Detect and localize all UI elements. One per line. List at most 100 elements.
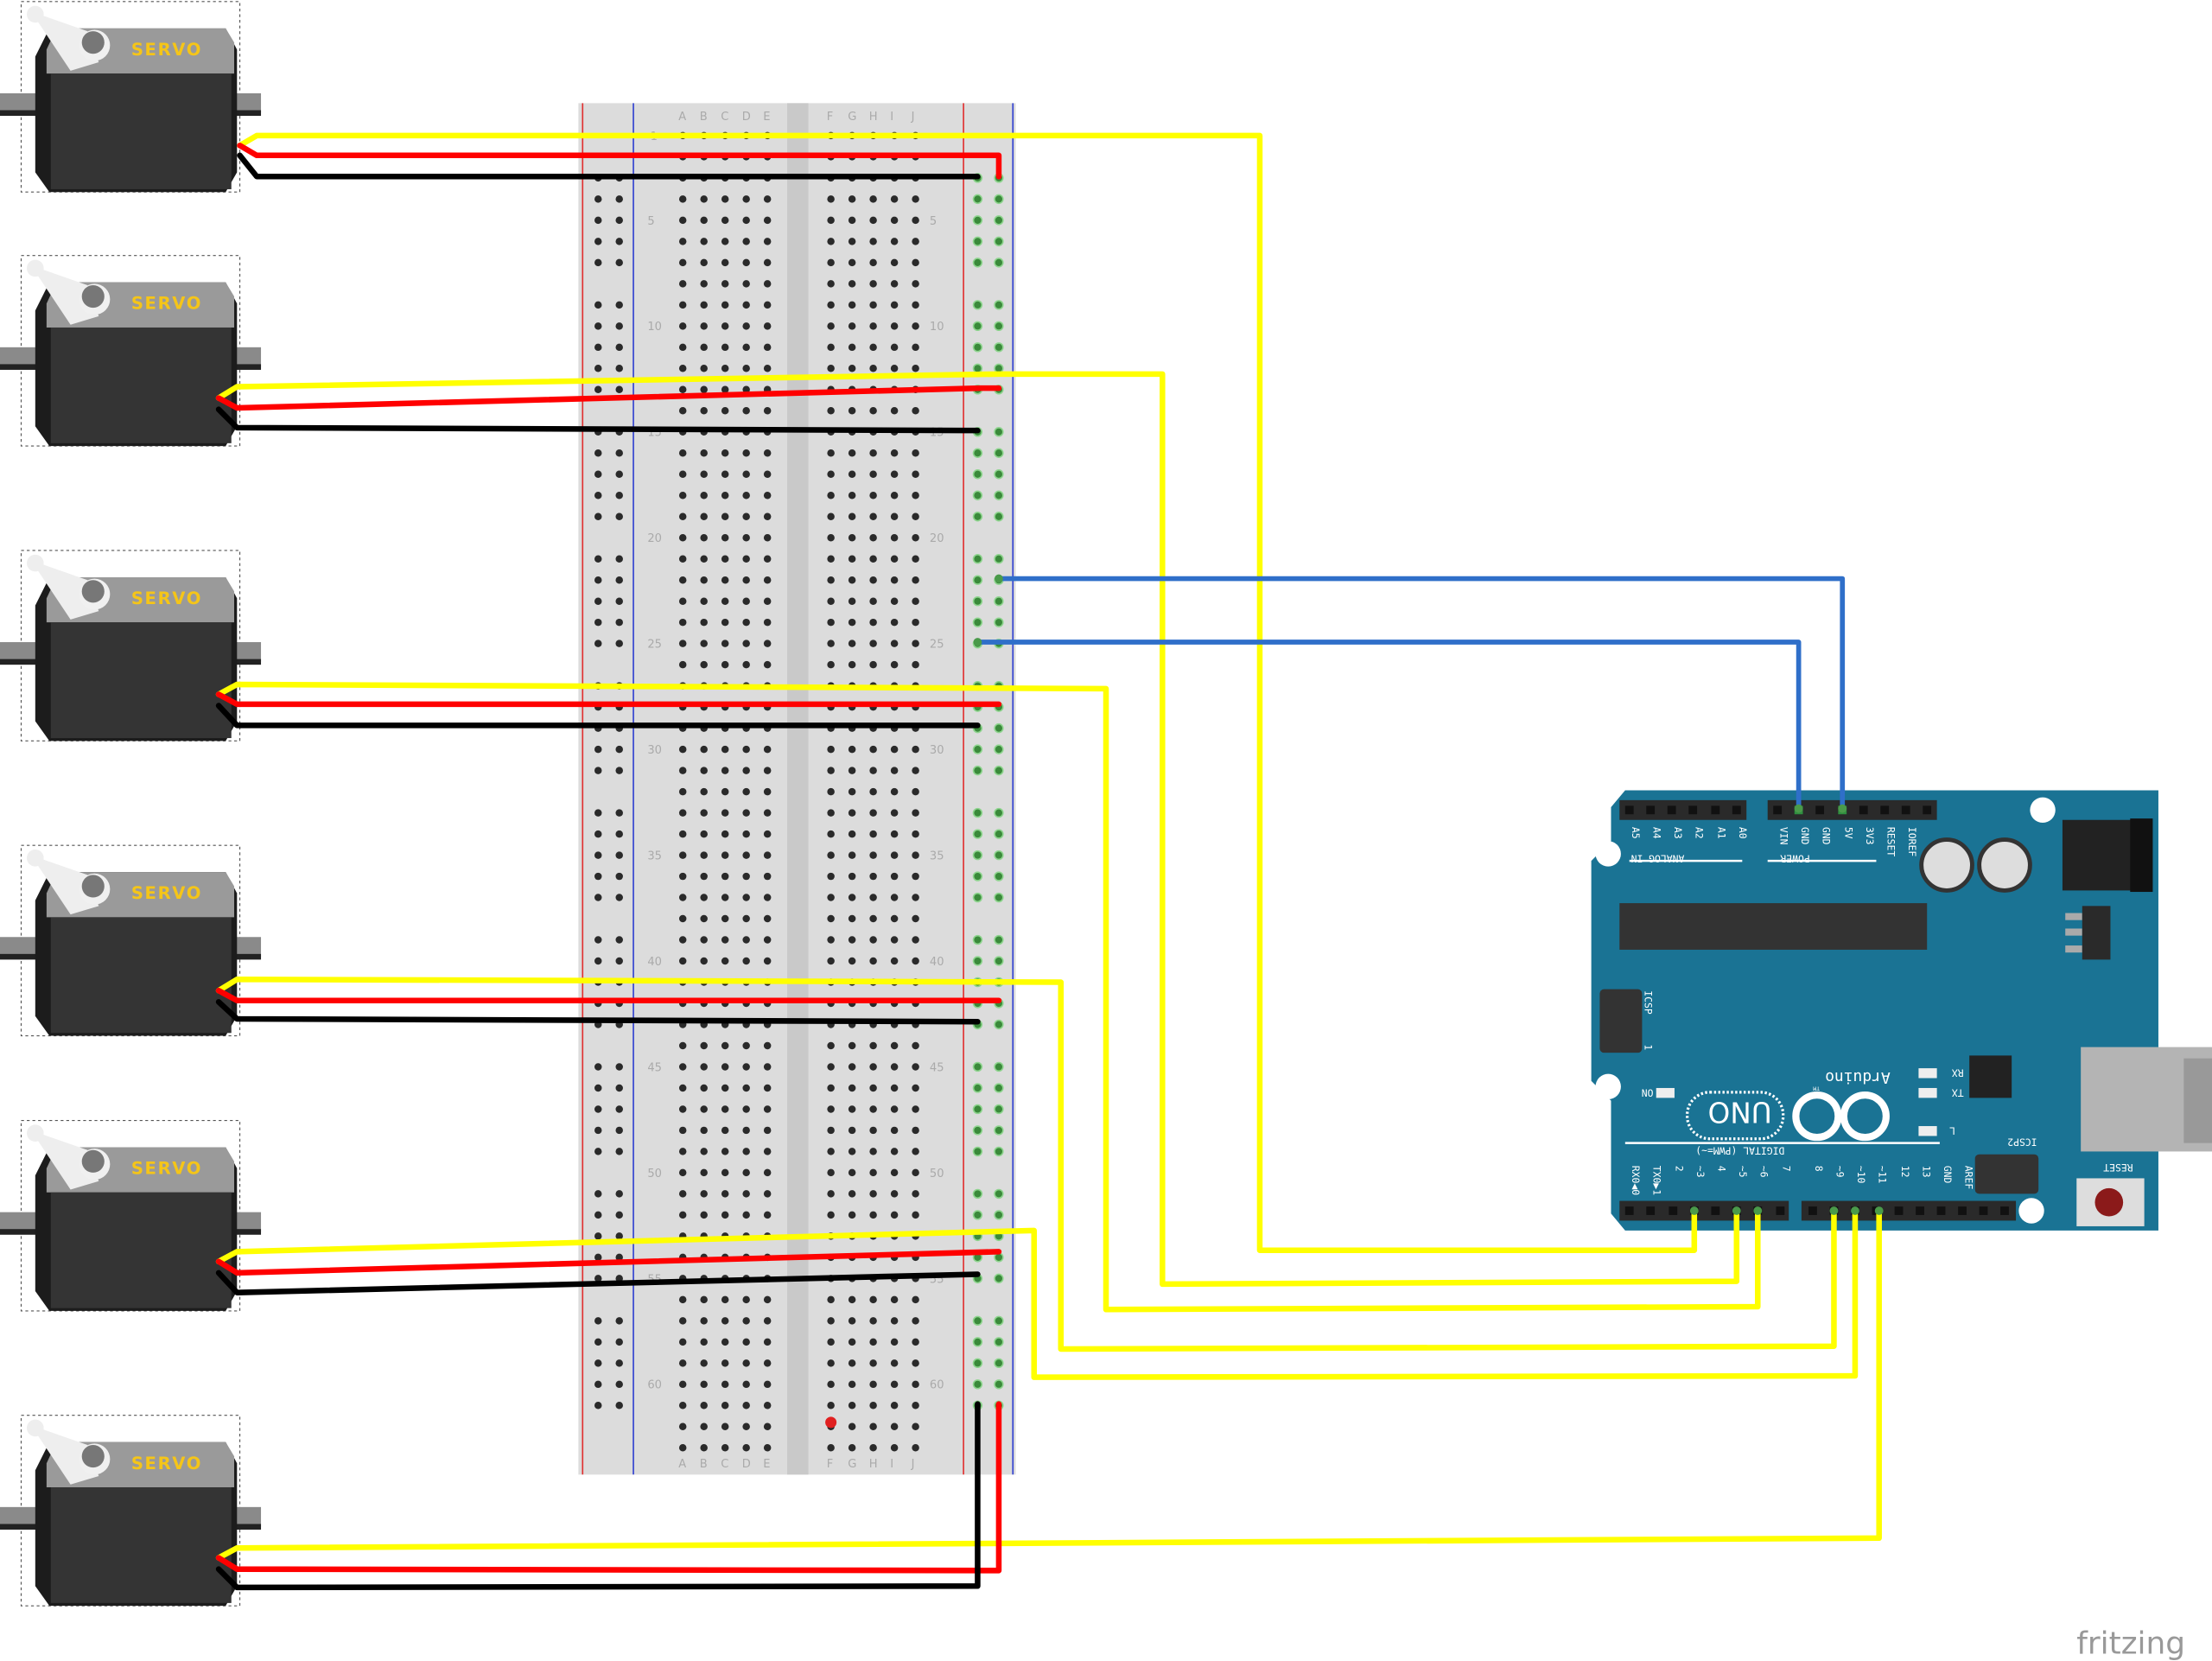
breadboard-hole[interactable] [869, 492, 877, 500]
breadboard-hole[interactable] [763, 322, 772, 330]
breadboard-hole[interactable] [912, 745, 919, 754]
breadboard-hole[interactable] [721, 957, 729, 965]
breadboard-hole[interactable] [890, 1084, 899, 1092]
breadboard-hole[interactable] [700, 1148, 708, 1155]
signal-wire-servo-2[interactable] [215, 371, 1740, 1288]
rail-hole-connected[interactable] [972, 512, 983, 522]
breadboard-hole[interactable] [721, 533, 729, 542]
breadboard-hole[interactable] [848, 258, 856, 267]
breadboard-hole[interactable] [890, 365, 899, 372]
breadboard-hole[interactable] [742, 195, 750, 203]
breadboard-hole[interactable] [912, 576, 919, 584]
breadboard-hole[interactable] [848, 216, 856, 225]
ground-wire-servo-3[interactable] [215, 703, 981, 729]
rail-hole[interactable] [615, 1126, 623, 1135]
breadboard-hole[interactable] [721, 1317, 729, 1325]
breadboard-hole[interactable] [678, 1168, 687, 1177]
breadboard-hole[interactable] [763, 914, 772, 923]
rail-hole[interactable] [594, 936, 602, 944]
breadboard-hole[interactable] [827, 512, 835, 520]
digital-pin[interactable] [1916, 1206, 1924, 1215]
signal-wire-servo-1[interactable] [237, 132, 1698, 1253]
breadboard-hole[interactable] [763, 1380, 772, 1389]
rail-hole-connected[interactable] [994, 321, 1004, 332]
servo-motor[interactable]: SERVO [0, 550, 262, 741]
breadboard-hole[interactable] [763, 238, 772, 245]
power-pin[interactable] [1880, 805, 1890, 815]
breadboard-hole[interactable] [700, 1063, 708, 1071]
breadboard-hole[interactable] [700, 385, 708, 394]
breadboard-hole[interactable] [912, 533, 919, 542]
breadboard-hole[interactable] [700, 576, 708, 584]
rail-hole-connected[interactable] [972, 258, 983, 268]
breadboard-hole[interactable] [827, 492, 835, 500]
breadboard-hole[interactable] [700, 280, 708, 288]
breadboard-hole[interactable] [890, 1148, 899, 1155]
breadboard-hole[interactable] [742, 216, 750, 225]
breadboard-hole[interactable] [848, 1422, 856, 1431]
breadboard-hole[interactable] [721, 238, 729, 245]
breadboard-hole[interactable] [827, 745, 835, 754]
breadboard-hole[interactable] [763, 851, 772, 859]
breadboard-hole[interactable] [890, 322, 899, 330]
breadboard-hole[interactable] [827, 1190, 835, 1198]
breadboard-hole[interactable] [763, 533, 772, 542]
breadboard-hole[interactable] [742, 640, 750, 647]
breadboard-hole[interactable] [742, 258, 750, 267]
breadboard-hole[interactable] [678, 258, 687, 267]
rail-hole[interactable] [594, 492, 602, 500]
breadboard-hole[interactable] [763, 745, 772, 754]
breadboard-hole[interactable] [721, 830, 729, 838]
breadboard-hole[interactable] [912, 216, 919, 225]
breadboard-hole[interactable] [890, 1359, 899, 1367]
rail-hole[interactable] [615, 576, 623, 584]
breadboard-hole[interactable] [721, 1380, 729, 1389]
rail-hole[interactable] [615, 1359, 623, 1367]
breadboard-hole[interactable] [848, 238, 856, 245]
breadboard-hole[interactable] [848, 301, 856, 309]
breadboard-hole[interactable] [742, 1190, 750, 1198]
digital-pin[interactable] [1979, 1206, 1988, 1215]
breadboard-hole[interactable] [890, 745, 899, 754]
breadboard-hole[interactable] [890, 407, 899, 415]
signal-wire-servo-4[interactable] [215, 976, 1837, 1352]
rail-hole-connected[interactable] [994, 512, 1004, 522]
breadboard-hole[interactable] [763, 258, 772, 267]
wire-endpoint[interactable] [1838, 804, 1847, 813]
breadboard-hole[interactable] [827, 1168, 835, 1177]
rail-hole-connected[interactable] [994, 490, 1004, 500]
breadboard-hole[interactable] [742, 851, 750, 859]
breadboard-hole[interactable] [827, 576, 835, 584]
rail-hole[interactable] [594, 1317, 602, 1325]
breadboard-hole[interactable] [890, 1295, 899, 1304]
breadboard-hole[interactable] [721, 1105, 729, 1113]
breadboard-hole[interactable] [890, 1190, 899, 1198]
rail-hole-connected[interactable] [994, 765, 1004, 776]
rail-hole-connected[interactable] [994, 934, 1004, 945]
breadboard-hole[interactable] [700, 258, 708, 267]
breadboard-hole[interactable] [848, 809, 856, 817]
breadboard-hole[interactable] [869, 872, 877, 881]
breadboard-hole[interactable] [890, 640, 899, 647]
breadboard-hole[interactable] [678, 449, 687, 457]
breadboard-hole[interactable] [678, 1063, 687, 1071]
rail-hole[interactable] [594, 1359, 602, 1367]
breadboard-hole[interactable] [678, 555, 687, 563]
rail-hole[interactable] [615, 830, 623, 838]
breadboard-hole[interactable] [678, 512, 687, 520]
breadboard-hole[interactable] [912, 365, 919, 372]
breadboard-hole[interactable] [848, 555, 856, 563]
breadboard-hole[interactable] [890, 1211, 899, 1219]
breadboard-hole[interactable] [678, 1190, 687, 1198]
breadboard-hole[interactable] [890, 470, 899, 478]
breadboard-hole[interactable] [848, 470, 856, 478]
breadboard-hole[interactable] [678, 1084, 687, 1092]
breadboard-hole[interactable] [912, 1338, 919, 1346]
rail-hole-connected[interactable] [994, 258, 1004, 268]
breadboard-hole[interactable] [869, 1105, 877, 1113]
breadboard-hole[interactable] [678, 767, 687, 774]
breadboard-hole[interactable] [742, 1084, 750, 1092]
gnd-wire-arduino[interactable] [975, 640, 1802, 811]
rail-hole-connected[interactable] [994, 1125, 1004, 1136]
